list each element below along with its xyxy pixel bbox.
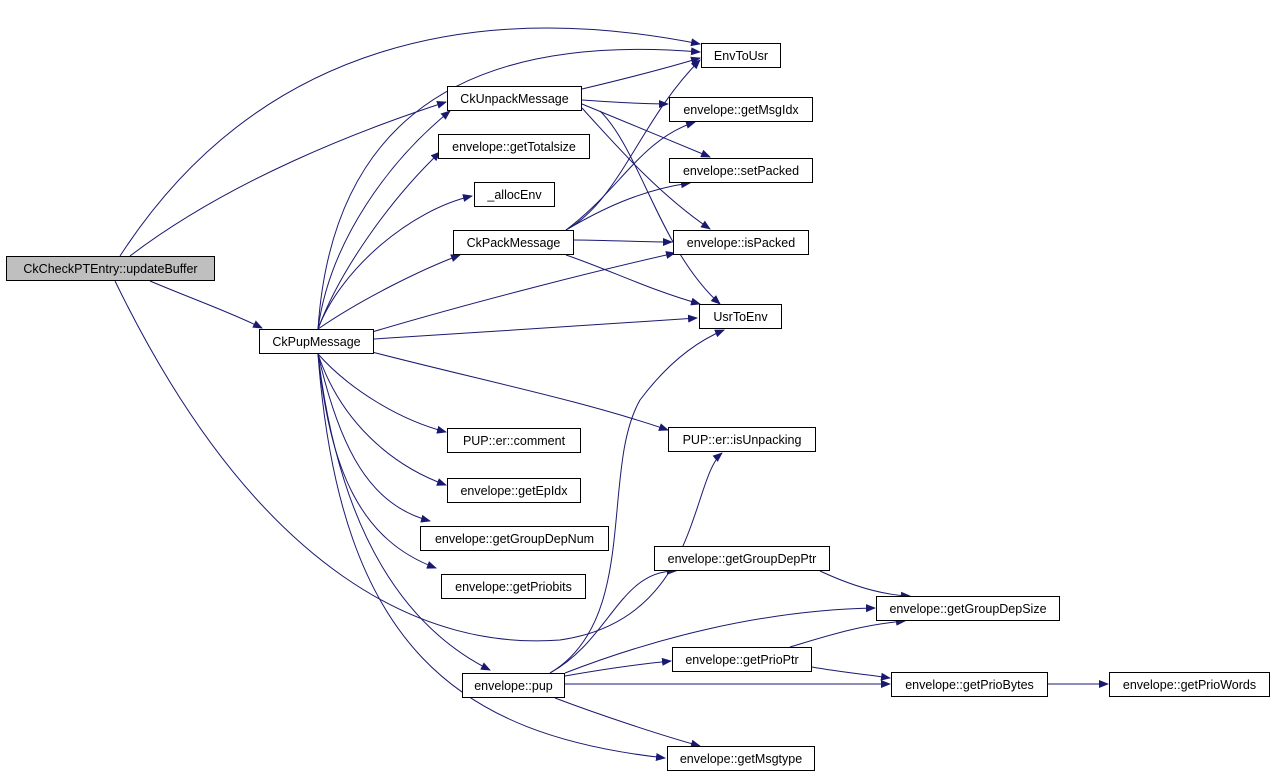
edge-ckunpackmessage-setpacked <box>581 103 711 158</box>
node-ckpackmessage[interactable]: CkPackMessage <box>453 230 574 255</box>
edge-ckpackmessage-envtousr <box>565 59 701 231</box>
edge-ckpackmessage-ispacked <box>573 237 673 246</box>
edge-getprioptr-getpriobytes <box>811 666 891 681</box>
node-envelope-getgroupdepnum[interactable]: envelope::getGroupDepNum <box>420 526 609 551</box>
edge-ckpupmessage-envtousr <box>317 47 701 330</box>
node-envelope-getpriowords[interactable]: envelope::getPrioWords <box>1109 672 1270 697</box>
edge-ckunpackmessage-usrtoenv <box>599 110 721 305</box>
edge-ckpupmessage-getpriobits <box>317 353 437 569</box>
edge-ckpupmessage-gettotalsize <box>317 151 441 330</box>
edge-updatebuffer-envtousr <box>119 27 701 257</box>
node-envelope-getprioptr[interactable]: envelope::getPrioPtr <box>672 647 812 672</box>
edge-ckpupmessage-getepidx <box>317 353 447 486</box>
node-envelope-getepidx[interactable]: envelope::getEpIdx <box>447 478 581 503</box>
edge-ckunpackmessage-ispacked <box>581 107 711 230</box>
edge-ckpackmessage-usrtoenv <box>565 254 701 306</box>
edge-ckpupmessage-getgroupdepnum <box>317 353 431 523</box>
edge-envelope-pup-getgroupdepsize <box>564 604 876 674</box>
node-envelope-getpriobits[interactable]: envelope::getPriobits <box>441 574 586 599</box>
edge-ckpupmessage-ckpackmessage <box>317 254 461 330</box>
edge-envelope-pup-usrtoenv <box>549 329 725 674</box>
edge-ckpackmessage-setpacked <box>565 180 691 231</box>
node-ckcheckptentry-updatebuffer[interactable]: CkCheckPTEntry::updateBuffer <box>6 256 215 281</box>
node-envelope-setpacked[interactable]: envelope::setPacked <box>669 158 813 183</box>
node-envelope-ispacked[interactable]: envelope::isPacked <box>673 230 809 255</box>
node-puper-comment[interactable]: PUP::er::comment <box>447 428 581 453</box>
node-envtousr[interactable]: EnvToUsr <box>701 43 781 68</box>
node-envelope-gettotalsize[interactable]: envelope::getTotalsize <box>438 134 590 159</box>
node-puper-isunpacking[interactable]: PUP::er::isUnpacking <box>668 427 816 452</box>
edge-ckunpackmessage-getmsgidx <box>581 99 669 108</box>
edge-ckpupmessage-getmsgtype <box>317 353 666 761</box>
node-envelope-getmsgtype[interactable]: envelope::getMsgtype <box>667 746 815 771</box>
node-envelope-getpriobytes[interactable]: envelope::getPrioBytes <box>891 672 1048 697</box>
edge-envelope-pup-getmsgtype <box>554 697 701 748</box>
node-envelope-getmsgidx[interactable]: envelope::getMsgIdx <box>669 97 813 122</box>
node-allocenv[interactable]: _allocEnv <box>474 182 555 207</box>
edge-ckpupmessage-usrtoenv <box>373 314 698 340</box>
edge-updatebuffer-ckunpackmessage <box>129 100 447 257</box>
edge-ckpupmessage-ispacked <box>371 251 676 333</box>
edge-envelope-pup-getgroupdepptr <box>549 566 677 674</box>
edge-envelope-pup-getprioptr <box>564 657 672 677</box>
node-ckunpackmessage[interactable]: CkUnpackMessage <box>447 86 582 111</box>
edge-ckpupmessage-ckunpackmessage <box>317 110 451 330</box>
edge-ckpupmessage-allocenv <box>317 194 473 330</box>
edge-ckpackmessage-getmsgidx <box>565 121 696 231</box>
edge-getprioptr-getgroupdepsize <box>789 617 906 648</box>
edge-getgroupdepptr-getgroupdepsize <box>819 570 911 600</box>
node-usrtoenv[interactable]: UsrToEnv <box>699 304 782 329</box>
node-envelope-pup[interactable]: envelope::pup <box>462 673 565 698</box>
node-ckpupmessage[interactable]: CkPupMessage <box>259 329 374 354</box>
edge-ckpupmessage-envelope-pup <box>317 353 491 671</box>
edge-updatebuffer-ckpupmessage <box>149 280 263 329</box>
node-envelope-getgroupdepsize[interactable]: envelope::getGroupDepSize <box>876 596 1060 621</box>
edge-ckunpackmessage-envtousr <box>581 56 701 90</box>
edge-ckpupmessage-puper-comment <box>317 353 447 434</box>
edge-updatebuffer-puper-isunpacking <box>114 280 723 642</box>
node-envelope-getgroupdepptr[interactable]: envelope::getGroupDepPtr <box>654 546 830 571</box>
edge-ckpupmessage-puper-isunpacking <box>371 351 669 431</box>
